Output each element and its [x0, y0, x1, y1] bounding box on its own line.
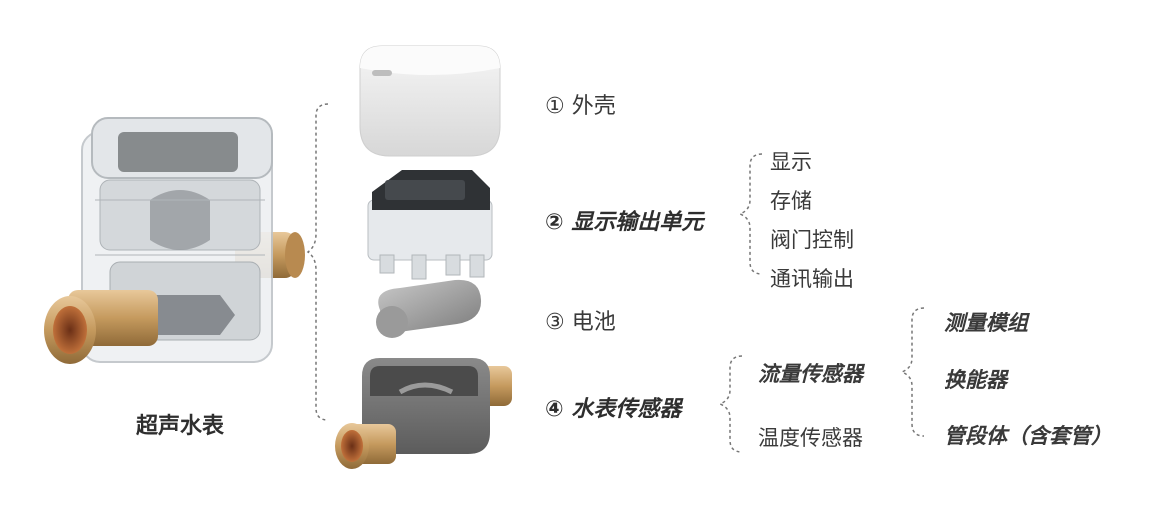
component-marker: ②	[545, 210, 564, 235]
flow-sensor-label: 流量传感器	[758, 362, 863, 386]
component-name: 电池	[571, 310, 616, 335]
display-functions-brace	[737, 153, 763, 275]
function-valve-control: 阀门控制	[770, 228, 854, 252]
component-housing: ① 外壳	[545, 88, 616, 120]
component-display-unit: ② 显示输出单元	[545, 204, 703, 236]
measurement-module-label: 测量模组	[944, 311, 1028, 335]
temperature-sensor-label: 温度传感器	[758, 426, 863, 450]
function-comm-output: 通讯输出	[770, 267, 854, 291]
function-storage: 存储	[770, 189, 812, 213]
flow-parts-brace	[899, 307, 925, 437]
battery-image	[376, 279, 482, 338]
meter-label: 超声水表	[136, 414, 225, 439]
sensor-body-image	[335, 358, 512, 469]
component-name: 水表传感器	[571, 397, 682, 422]
component-name: 外壳	[571, 94, 616, 119]
component-water-meter-sensor: ④ 水表传感器	[545, 391, 681, 423]
component-marker: ③	[545, 310, 565, 335]
component-battery: ③ 电池	[545, 304, 616, 336]
component-marker: ①	[545, 94, 565, 119]
pipe-section-label: 管段体（含套管）	[944, 424, 1112, 448]
assembly-bracket	[306, 103, 329, 421]
transducer-label: 换能器	[944, 368, 1007, 392]
display-unit-image	[367, 170, 493, 280]
assembled-meter-image	[44, 117, 305, 364]
function-display: 显示	[770, 150, 812, 174]
sensor-parts-brace	[717, 355, 743, 453]
component-name: 显示输出单元	[571, 210, 704, 235]
component-marker: ④	[545, 397, 564, 422]
housing-image	[359, 45, 501, 157]
